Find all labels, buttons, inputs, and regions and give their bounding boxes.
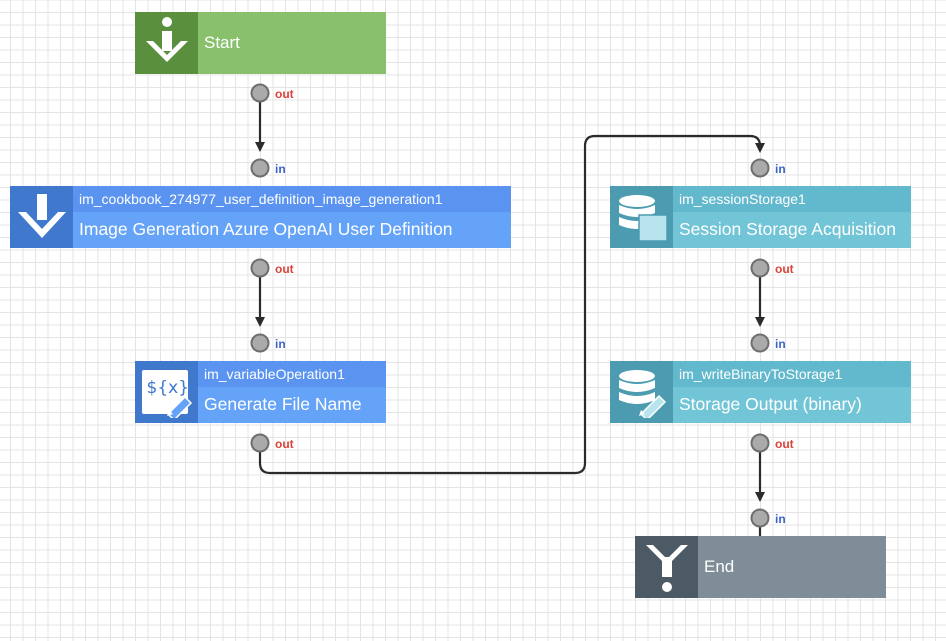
end-icon — [635, 536, 698, 598]
port-label-in: in — [275, 337, 286, 351]
image-generation-in-port — [250, 158, 270, 178]
variable-icon-text: ${x} — [146, 378, 190, 398]
port-label-in: in — [775, 162, 786, 176]
session-storage-node[interactable]: im_sessionStorage1 Session Storage Acqui… — [610, 186, 911, 248]
database-icon — [610, 186, 673, 248]
start-out-port — [250, 83, 270, 103]
start-icon — [135, 12, 198, 74]
write-binary-in-port — [750, 333, 770, 353]
variable-edit-icon: ${x} — [135, 361, 198, 423]
database-edit-icon — [610, 361, 673, 423]
image-generation-out-port — [250, 258, 270, 278]
node-label: Image Generation Azure OpenAI User Defin… — [73, 212, 511, 248]
end-in-port — [750, 508, 770, 528]
node-id: im_cookbook_274977_user_definition_image… — [73, 186, 511, 212]
session-storage-in-port — [750, 158, 770, 178]
end-title: End — [704, 557, 735, 576]
arrow-down-icon — [10, 186, 73, 248]
node-id: im_writeBinaryToStorage1 — [673, 361, 911, 387]
port-label-in: in — [775, 337, 786, 351]
node-label: Session Storage Acquisition — [673, 212, 911, 248]
end-node[interactable]: End — [635, 536, 886, 598]
port-label-out: out — [775, 437, 794, 451]
variable-operation-out-port — [250, 433, 270, 453]
port-label-in: in — [275, 162, 286, 176]
variable-operation-in-port — [250, 333, 270, 353]
node-label: Generate File Name — [198, 387, 386, 423]
port-label-out: out — [275, 262, 294, 276]
start-title: Start — [204, 33, 240, 52]
node-label: Storage Output (binary) — [673, 387, 911, 423]
node-id: im_variableOperation1 — [198, 361, 386, 387]
session-storage-out-port — [750, 258, 770, 278]
write-binary-out-port — [750, 433, 770, 453]
port-label-in: in — [775, 512, 786, 526]
write-binary-node[interactable]: im_writeBinaryToStorage1 Storage Output … — [610, 361, 911, 423]
start-node[interactable]: Start — [135, 12, 386, 74]
image-generation-node[interactable]: im_cookbook_274977_user_definition_image… — [10, 186, 511, 248]
node-id: im_sessionStorage1 — [673, 186, 911, 212]
port-label-out: out — [275, 87, 294, 101]
connector-variable-operation-to-session-storage — [258, 134, 765, 475]
variable-operation-node[interactable]: ${x} im_variableOperation1 Generate File… — [135, 361, 386, 423]
port-label-out: out — [275, 437, 294, 451]
port-label-out: out — [775, 262, 794, 276]
